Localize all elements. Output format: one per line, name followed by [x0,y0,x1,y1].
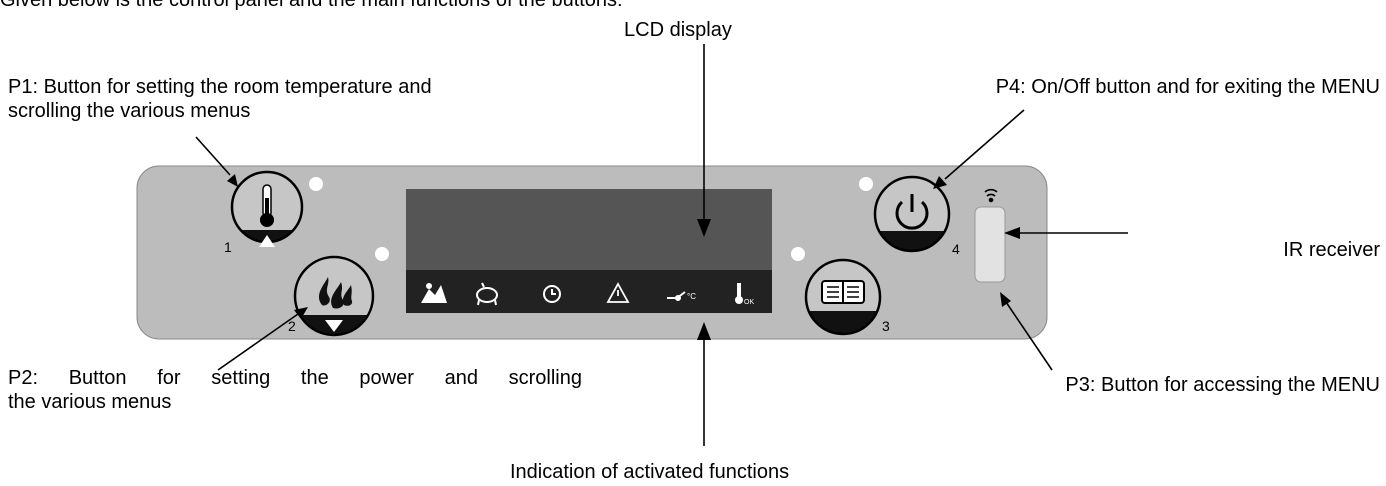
flame-icon [318,277,353,309]
p1-label: P1: Button for setting the room temperat… [8,75,432,123]
p4-on-off-button[interactable] [870,175,956,261]
thermometer-icon [260,184,274,227]
thermometer-ok-icon: OK [735,283,754,306]
ir-receiver-window [974,206,1006,283]
p3-menu-button[interactable] [800,258,886,341]
p4-callout-arrow [933,176,947,189]
p1-label-line2: scrolling the various menus [8,100,251,122]
button-number-4: 4 [952,241,960,257]
p4-label: P4: On/Off button and for exiting the ME… [995,76,1380,98]
led-indicator-4 [859,177,873,191]
book-icon [821,280,865,304]
arrow-up-icon [259,235,275,247]
warning-icon [606,282,630,303]
lcd-display-label: LCD display [624,19,732,41]
led-indicator-1 [309,177,323,191]
arrow-down-icon [325,320,343,332]
p2-label-line1: P2: Button for setting the power and scr… [8,367,582,389]
p3-label: P3: Button for accessing the MENU [1065,374,1380,396]
p2-label-line2: the various menus [8,391,172,413]
p2-power-down-button[interactable] [290,255,380,345]
degree-c-text: °C [687,292,696,301]
wifi-icon [984,188,998,203]
activated-functions-label: Indication of activated functions [510,461,790,483]
p2-label: P2: Button for setting the power and scr… [8,366,582,414]
led-indicator-2 [375,247,389,261]
led-indicator-3 [791,247,805,261]
p4-callout-line [944,109,1025,180]
function-icon-strip [406,270,772,313]
eco-pig-icon [476,282,498,306]
comfort-icon [421,283,447,303]
p1-temperature-up-button[interactable] [226,170,308,250]
functions-callout-arrow [697,322,711,340]
button-number-2: 2 [288,318,296,334]
p1-callout-arrow [227,174,238,187]
ir-callout-arrow [1004,227,1020,239]
ir-receiver-label: IR receiver [1283,239,1380,261]
lcd-display [406,189,772,270]
p3-callout-line [1005,301,1053,371]
button-number-3: 3 [882,318,890,334]
p1-callout-line [195,136,231,176]
thermostat-switch-icon: °C [667,291,696,301]
ok-text: OK [744,299,754,306]
p3-callout-arrow [1000,292,1011,307]
power-icon [895,194,929,230]
intro-text: Given below is the control panel and the… [0,0,623,11]
clock-icon [543,285,561,303]
lcd-callout-arrow [697,219,711,237]
p2-callout-line [217,313,299,371]
button-number-1: 1 [224,239,232,255]
p1-label-line1: P1: Button for setting the room temperat… [8,76,432,98]
p2-callout-arrow [294,307,308,319]
